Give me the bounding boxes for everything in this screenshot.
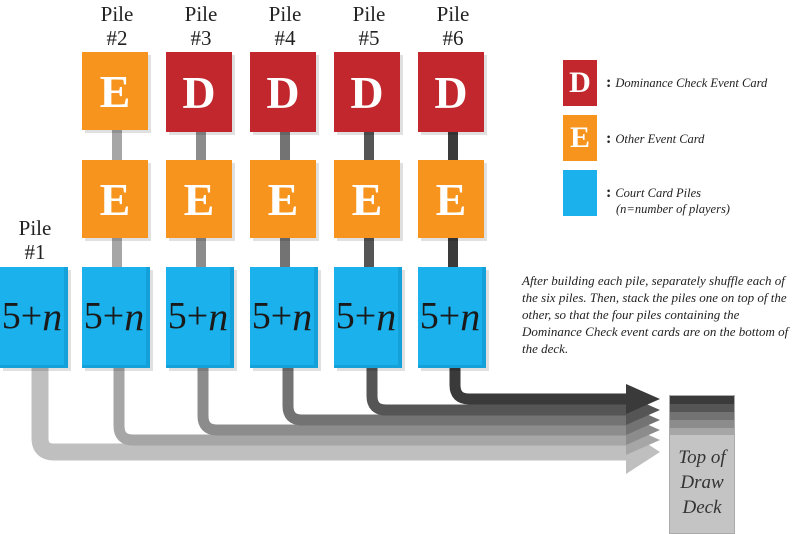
pile-6-court-cards: 5+n [418,267,486,368]
draw-deck [669,395,735,534]
pile-3-court-cards: 5+n [166,267,234,368]
pile-4-arrow [282,360,628,426]
pile-1-court-cards: 5+n [0,267,68,368]
pile-3-connector [196,130,206,162]
pile-5-label: Pile#5 [352,2,386,50]
pile-3-arrow [197,360,628,436]
pile-6-arrow [449,360,628,405]
pile-2-court-cards: 5+n [82,267,150,368]
pile-4-court-cards: 5+n [250,267,318,368]
legend-event-text: Other Event Card [606,131,704,147]
pile-6-event-card: E [418,160,484,238]
pile-4-label: Pile#4 [268,2,302,50]
pile-5-connector [364,130,374,162]
pile-4-dominance-card: D [250,52,316,132]
instruction-note: After building each pile, separately shu… [522,273,789,356]
pile-2-connector [112,130,122,162]
pile-2-arrow [113,360,628,446]
pile-3-event-card: E [166,160,232,238]
pile-5-connector [364,236,374,268]
pile-2-event-card: E [82,52,148,130]
pile-5-arrow [366,360,628,416]
legend-court-swatch [563,170,597,216]
pile-6-arrowhead [626,384,660,414]
pile-6-label: Pile#6 [436,2,470,50]
pile-1-arrow [31,360,628,461]
pile-6-connector [448,130,458,162]
pile-3-dominance-card: D [166,52,232,132]
pile-2-event-card: E [82,160,148,238]
pile-6-dominance-card: D [418,52,484,132]
pile-5-event-card: E [334,160,400,238]
legend-dominance-swatch: D [563,60,597,106]
pile-1-label: Pile#1 [18,216,52,264]
pile-3-connector [196,236,206,268]
legend-dominance-text: Dominance Check Event Card [606,75,767,91]
pile-6-connector [448,236,458,268]
pile-4-event-card: E [250,160,316,238]
pile-4-connector [280,130,290,162]
pile-4-connector [280,236,290,268]
pile-3-label: Pile#3 [184,2,218,50]
pile-2-connector [112,236,122,268]
legend-court-text: Court Card Piles(n=number of players) [606,185,730,217]
pile-5-court-cards: 5+n [334,267,402,368]
pile-5-dominance-card: D [334,52,400,132]
legend-event-swatch: E [563,115,597,161]
pile-2-label: Pile#2 [100,2,134,50]
